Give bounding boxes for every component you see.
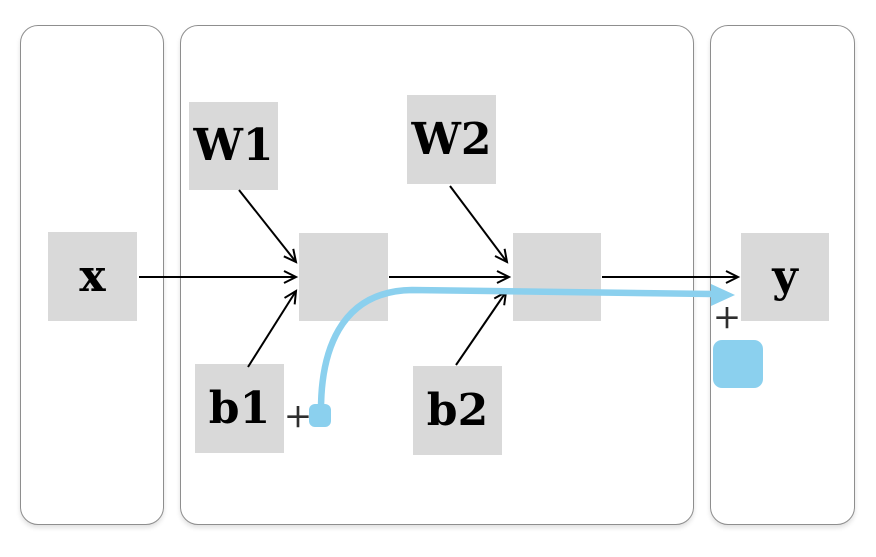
plus-sign-output: + bbox=[712, 297, 742, 337]
op-node-layer2 bbox=[513, 233, 601, 321]
plus-sign-hidden: + bbox=[283, 396, 313, 436]
blue-node-large bbox=[713, 340, 763, 388]
bias-box-b1: b1 bbox=[195, 364, 284, 453]
output-label-y: y bbox=[772, 251, 798, 302]
weight-label-w1: W1 bbox=[193, 120, 274, 171]
weight-box-w2: W2 bbox=[407, 95, 496, 184]
output-box-y: y bbox=[741, 233, 829, 321]
weight-box-w1: W1 bbox=[189, 102, 278, 190]
input-label-x: x bbox=[79, 250, 106, 302]
weight-label-w2: W2 bbox=[411, 113, 492, 165]
bias-label-b2: b2 bbox=[426, 384, 489, 436]
input-box-x: x bbox=[48, 232, 137, 321]
bias-label-b1: b1 bbox=[208, 382, 271, 434]
op-node-layer1 bbox=[299, 233, 388, 321]
blue-node-small bbox=[309, 404, 331, 427]
bias-box-b2: b2 bbox=[413, 366, 502, 455]
